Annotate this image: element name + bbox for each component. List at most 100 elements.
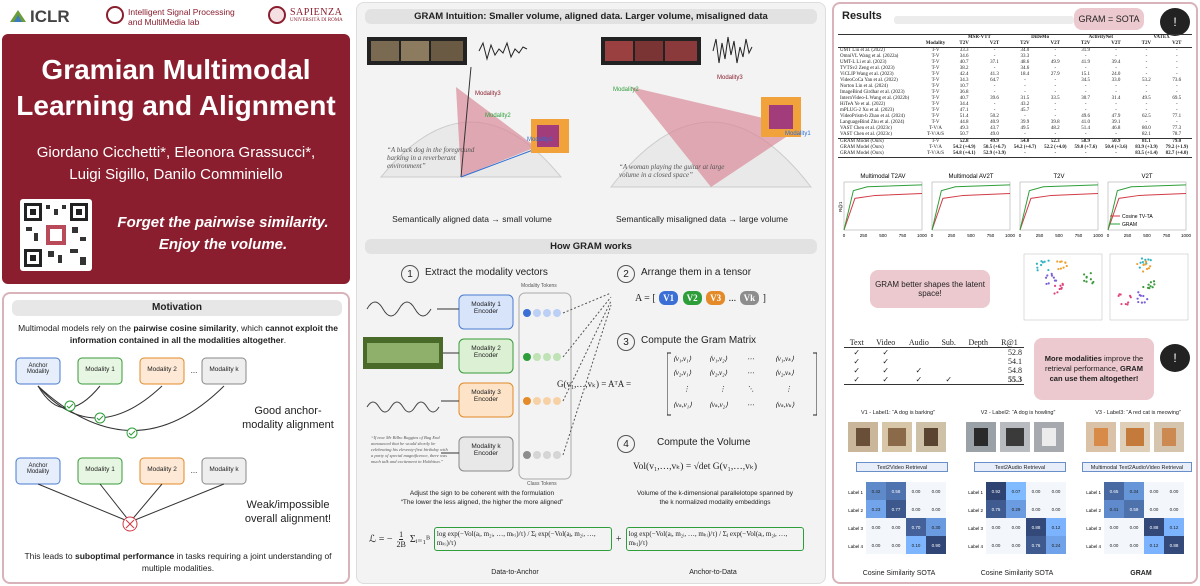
table-col-header: T2V bbox=[1020, 41, 1030, 46]
scatter-point bbox=[1147, 258, 1150, 261]
scatter-point bbox=[1137, 300, 1140, 304]
ablation-check-cell bbox=[962, 357, 995, 366]
table-cell: 47.9 bbox=[1111, 114, 1121, 119]
legend-gram-label: GRAM bbox=[1122, 222, 1137, 228]
table-cell: 34.3 bbox=[959, 78, 969, 83]
heatmap-value: 0.30 bbox=[932, 525, 941, 530]
node-dots-bot: ... bbox=[190, 466, 198, 475]
title-panel: Gramian Multimodal Learning and Alignmen… bbox=[2, 34, 350, 284]
ablation-check-cell: ✓ bbox=[853, 375, 861, 384]
heatmap-value: 0.00 bbox=[872, 543, 881, 548]
scatter-point bbox=[1046, 274, 1049, 277]
heatmap-cell bbox=[1026, 500, 1046, 518]
table-cell: VAST Chen et al. (2023c) bbox=[840, 126, 892, 131]
foot-1: Cosine Similarity SOTA bbox=[862, 570, 936, 577]
table-cell: T-V bbox=[931, 108, 940, 113]
table-cell: - bbox=[993, 48, 996, 53]
ablation-check-cell: ✓ bbox=[882, 348, 890, 357]
step3-label: Compute the Gram Matrix bbox=[641, 335, 757, 346]
scatter-point bbox=[1120, 302, 1123, 306]
heatmap-value: 0.70 bbox=[912, 525, 921, 530]
heatmap-cell bbox=[986, 482, 1006, 500]
results-heading-bar bbox=[894, 16, 1074, 24]
heatmap-cell bbox=[986, 500, 1006, 518]
loss-lhs: ℒ = − bbox=[369, 533, 393, 545]
table-cell: 24.0 bbox=[1111, 72, 1121, 77]
table-cell: 33.0 bbox=[1111, 78, 1121, 83]
mascot2-icon: ! bbox=[1160, 344, 1190, 372]
ablation-check-cell: ✓ bbox=[853, 357, 861, 366]
scatter-point bbox=[1061, 283, 1064, 286]
table-group: MSR-VTT bbox=[967, 35, 991, 40]
step1-label: Extract the modality vectors bbox=[425, 267, 548, 278]
table-cell: 82.7 (+4.0) bbox=[1165, 151, 1189, 156]
heatmap-value: 0.10 bbox=[912, 543, 921, 548]
curve-title: T2V bbox=[1053, 174, 1064, 180]
table-cell: 69.5 bbox=[1172, 96, 1182, 101]
heatmap-value: 0.00 bbox=[912, 489, 921, 494]
sota-badge: GRAM = SOTA bbox=[1074, 8, 1144, 30]
table-cell: - bbox=[1175, 48, 1178, 53]
svg-text:⟨v₂,v₁⟩: ⟨v₂,v₁⟩ bbox=[673, 369, 692, 377]
scatter-point bbox=[1050, 272, 1053, 275]
heatmap-value: 0.12 bbox=[1052, 525, 1061, 530]
heatmap-cell bbox=[1026, 482, 1046, 500]
curve-xtick: 500 bbox=[879, 233, 887, 238]
table-cell: 33.3 bbox=[1020, 54, 1030, 59]
v1-label: V1 - Label1: “A dog is barking” bbox=[861, 410, 935, 416]
table-cell: - bbox=[1054, 66, 1057, 71]
table-cell: 43.2 bbox=[1020, 102, 1030, 107]
table-cell: - bbox=[1054, 78, 1057, 83]
ablation-check-cell: ✓ bbox=[882, 357, 890, 366]
scatter-point bbox=[1128, 294, 1132, 297]
table-cell: 34.6 bbox=[959, 54, 969, 59]
heatmap-value: 0.00 bbox=[1150, 489, 1159, 494]
encoder-2: Modality 2 Encoder bbox=[471, 345, 501, 359]
heatmap-cell bbox=[1104, 500, 1124, 518]
latent-space-text: GRAM better shapes the latent space! bbox=[875, 280, 985, 298]
heatmap-row-label: Label 2 bbox=[968, 508, 983, 513]
scatter-point bbox=[1060, 287, 1063, 290]
scatter-point bbox=[1089, 272, 1092, 275]
table-cell: - bbox=[993, 54, 996, 59]
table-cell: 50.4 (+3.6) bbox=[1104, 145, 1128, 150]
scatter-point bbox=[1059, 260, 1062, 263]
scatter-point bbox=[1041, 261, 1044, 264]
heatmap-cell bbox=[866, 482, 886, 500]
curve-title: Multimodal T2AV bbox=[860, 174, 905, 180]
iclr-text: ICLR bbox=[30, 7, 70, 26]
qr-code[interactable] bbox=[20, 199, 92, 271]
table-cell: T-V bbox=[931, 78, 940, 83]
heatmap-cell bbox=[1144, 500, 1164, 518]
table-cell: - bbox=[1115, 84, 1117, 89]
table-col-header: V2T bbox=[989, 41, 1000, 46]
table-cell: 33.5 bbox=[1050, 96, 1060, 101]
table-col-header: V2T bbox=[1050, 41, 1060, 46]
node-anchor-top: Anchor Modality bbox=[26, 363, 50, 375]
heatmap-cell bbox=[1164, 518, 1184, 536]
table-cell: - bbox=[1054, 54, 1057, 59]
table-cell: - bbox=[1084, 66, 1087, 71]
left-caption: Semantically aligned data → small volume bbox=[392, 214, 552, 224]
ablation-row: ✓✓✓54.8 bbox=[844, 366, 1024, 375]
more-bold1: More modalities bbox=[1044, 354, 1102, 363]
heatmap-value: 0.34 bbox=[1130, 489, 1139, 494]
heatmap-value: 0.00 bbox=[1130, 525, 1139, 530]
loss-term2: log exp(−Vol(aᵢ, m₂ᵢ, …, mₖᵢ)/τ) / Σⱼ ex… bbox=[625, 527, 804, 551]
table-cell: - bbox=[1115, 102, 1117, 107]
scatter-point bbox=[1148, 287, 1151, 290]
table-cell: 39.6 bbox=[990, 96, 999, 101]
cosine-series-line bbox=[931, 193, 1011, 231]
svg-text:⟨vₖ,vₖ⟩: ⟨vₖ,vₖ⟩ bbox=[775, 401, 795, 409]
table-cell: 81.1 bbox=[1142, 139, 1151, 144]
motivation-diagram bbox=[15, 357, 247, 532]
table-cell: 39.4 bbox=[1111, 60, 1121, 65]
label-m3-left: Modality3 bbox=[475, 91, 501, 97]
scatter-point bbox=[1058, 287, 1061, 291]
heatmap-cell bbox=[1046, 518, 1066, 536]
ablation-check-cell bbox=[936, 366, 962, 375]
scatter-point bbox=[1149, 281, 1152, 284]
